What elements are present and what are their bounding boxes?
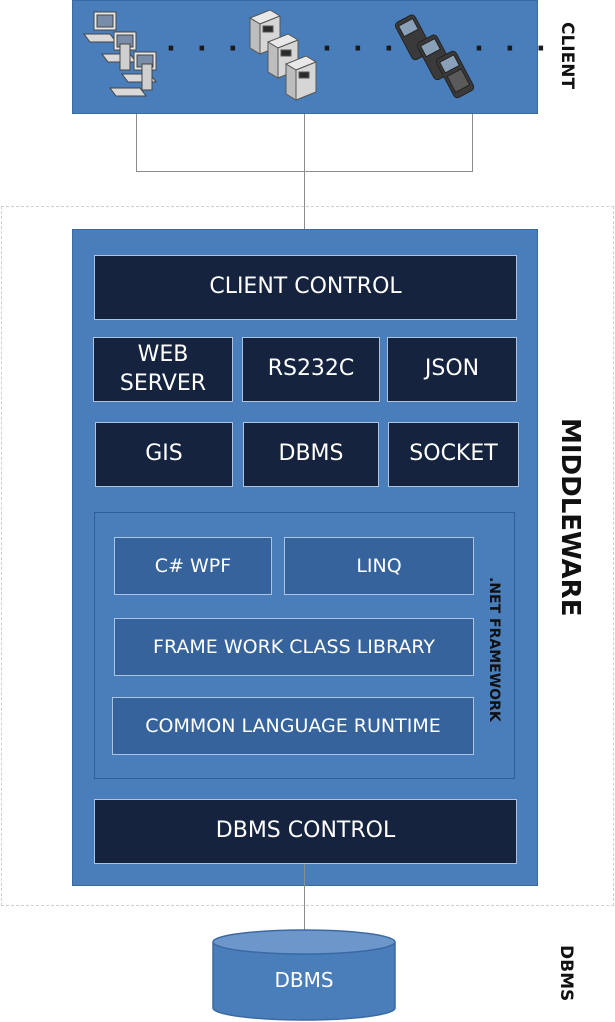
socket-module: SOCKET (388, 422, 519, 487)
connector-desktops (136, 114, 137, 172)
database-cylinder-icon (212, 929, 396, 1021)
dbms-module: DBMS (243, 422, 379, 487)
handheld-terminals-icon (394, 14, 475, 99)
dbms-tier-label: DBMS (556, 944, 576, 1002)
json-module: JSON (387, 337, 517, 402)
connector-to-middleware (304, 114, 305, 230)
web-server-module: WEB SERVER (93, 337, 233, 402)
dbms-cylinder-label: DBMS (274, 968, 334, 992)
connector-to-dbms (304, 864, 305, 940)
servers-icon (248, 9, 318, 101)
gis-module: GIS (95, 422, 233, 487)
linq-box: LINQ (284, 537, 474, 595)
client-ellipsis-3: · · · (474, 34, 552, 64)
dbms-control-box: DBMS CONTROL (94, 799, 517, 864)
framework-class-library-box: FRAME WORK CLASS LIBRARY (114, 618, 474, 676)
client-ellipsis-1: · · · (166, 34, 244, 64)
client-ellipsis-2: · · · (322, 34, 400, 64)
dotnet-framework-label: .NET FRAMEWORK (486, 576, 502, 722)
middleware-frame (1, 206, 614, 906)
middleware-tier-label: MIDDLEWARE (555, 417, 585, 617)
client-tier-label: CLIENT (557, 22, 577, 90)
desktop-computers-icon (83, 11, 157, 97)
csharp-wpf-box: C# WPF (114, 537, 272, 595)
connector-handhelds (472, 114, 473, 172)
common-language-runtime-box: COMMON LANGUAGE RUNTIME (112, 697, 474, 755)
client-control-box: CLIENT CONTROL (94, 255, 517, 320)
rs232c-module: RS232C (242, 337, 380, 402)
